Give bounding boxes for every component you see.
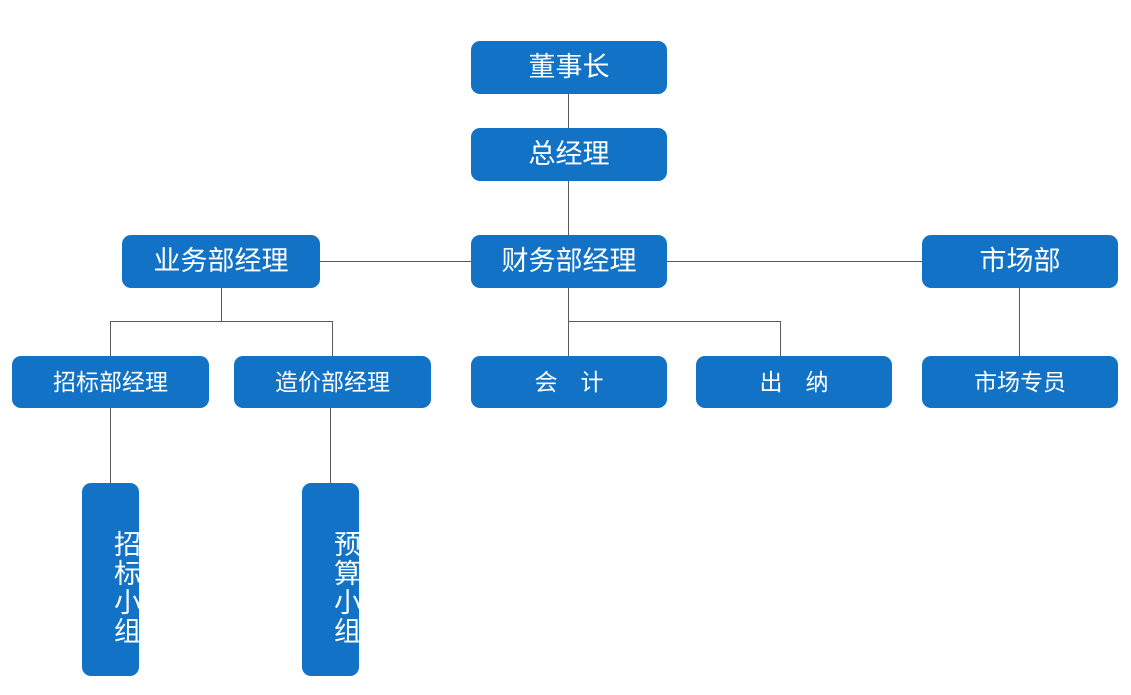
node-cost-manager[interactable]: 造价部经理 — [234, 356, 431, 408]
node-general-manager[interactable]: 总经理 — [471, 128, 667, 181]
connector-cost-to-team — [330, 408, 331, 483]
node-bidding-team[interactable]: 招标小组 — [82, 483, 140, 676]
connector-finance-to-cashier — [780, 321, 781, 356]
node-business-manager[interactable]: 业务部经理 — [122, 235, 320, 288]
connector-finance-bar — [568, 321, 780, 322]
node-finance-manager[interactable]: 财务部经理 — [471, 235, 667, 288]
connector-row3-spine-left — [320, 261, 471, 262]
node-accountant[interactable]: 会 计 — [471, 356, 667, 408]
node-marketing-specialist[interactable]: 市场专员 — [922, 356, 1118, 408]
connector-gm-trunk — [568, 181, 569, 235]
node-cashier[interactable]: 出 纳 — [696, 356, 892, 408]
connector-business-to-bidding — [110, 321, 111, 356]
node-marketing-dept[interactable]: 市场部 — [922, 235, 1118, 288]
node-bidding-manager[interactable]: 招标部经理 — [12, 356, 209, 408]
connector-row3-spine-right — [667, 261, 922, 262]
connector-business-bar — [110, 321, 333, 322]
connector-bidding-to-team — [110, 408, 111, 483]
connector-chairman-gm — [568, 94, 569, 128]
connector-finance-drop — [568, 288, 569, 321]
connector-business-to-cost — [332, 321, 333, 356]
connector-finance-to-accountant — [568, 321, 569, 356]
connector-marketing-to-specialist — [1019, 288, 1020, 356]
connector-business-drop — [221, 288, 222, 321]
node-budget-team[interactable]: 预算小组 — [302, 483, 360, 676]
node-chairman[interactable]: 董事长 — [471, 41, 667, 94]
